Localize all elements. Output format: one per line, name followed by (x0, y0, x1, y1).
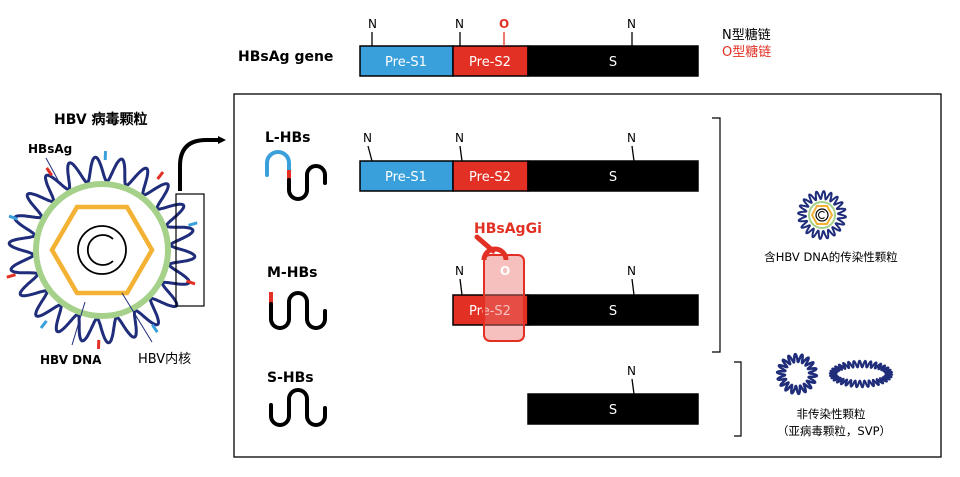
zoom-arrow (178, 136, 226, 191)
glycan-tick (8, 214, 18, 221)
svp-particles: 非传染性颗粒 （亚病毒颗粒，SVP） (775, 352, 894, 438)
gene-o-mark: O (499, 17, 509, 31)
svp-sphere-path (775, 352, 819, 396)
svp-label-line1: 非传染性颗粒 (797, 407, 866, 421)
hbsaggi-label: HBsAgGi (474, 221, 542, 237)
m-hbs-pre-s2-text: Pre-S2 (469, 304, 511, 319)
gene-n-mark-2: N (455, 17, 464, 31)
glycan-tick (151, 323, 159, 333)
hbsag-gene: HBsAg gene Pre-S1 Pre-S2 S N N O N (238, 17, 699, 77)
m-hbs-label: M-HBs (267, 265, 317, 281)
core-pointer (121, 292, 153, 343)
gene-n-mark-1: N (368, 17, 377, 31)
s-hbs-n-mark: N (627, 364, 636, 378)
glycan-tick (186, 279, 196, 286)
svp-filament-path (828, 359, 894, 389)
glycan-tick (156, 171, 165, 181)
gene-s-segment (527, 45, 699, 77)
l-hbs-n-mark-2: N (455, 131, 464, 145)
dna-pointer (71, 301, 86, 346)
l-hbs-pre-s1-segment (359, 160, 454, 192)
particle-title: HBV 病毒颗粒 (54, 111, 148, 128)
protein-panel (233, 93, 942, 458)
infectious-particle: 含HBV DNA的传染性颗粒 (764, 190, 898, 264)
l-hbs-pre-s2-text: Pre-S2 (469, 170, 511, 185)
gene-label: HBsAg gene (238, 49, 333, 65)
mini-dna (815, 208, 829, 222)
l-hbs-n-mark-1: N (363, 131, 372, 145)
gene-s-label: S (609, 55, 617, 70)
l-hbs-pre-s1-curve (265, 150, 291, 177)
zoom-box (175, 193, 205, 307)
l-hbs-pre-s1-text: Pre-S1 (385, 170, 427, 185)
svp-label-line2: （亚病毒颗粒，SVP） (777, 424, 891, 438)
capsid-hexagon (49, 204, 155, 296)
s-hbs-s-segment (527, 393, 699, 425)
s-hbs-label: S-HBs (267, 370, 314, 386)
hbsag-pointer (45, 157, 59, 181)
gene-n-mark-3: N (627, 17, 636, 31)
envelope-wave-path (7, 155, 197, 345)
particle-core-label: HBV内核 (138, 351, 191, 367)
gene-pre-s2-segment (452, 45, 529, 77)
svp-sphere (775, 352, 819, 396)
m-hbs-n-mark-2: N (627, 264, 636, 278)
l-hbs-label: L-HBs (265, 130, 310, 146)
glycan-tick (45, 167, 53, 177)
gene-pre-s2-label: Pre-S2 (469, 55, 511, 70)
legend-o-glycan: O型糖链 (722, 44, 771, 60)
particle-hbsag-label: HBsAg (28, 142, 72, 156)
s-hbs-s-curve (269, 388, 327, 427)
glycan-tick (188, 221, 198, 227)
glycan-tick (6, 273, 16, 279)
mini-membrane (808, 201, 836, 229)
hbv-dna-circle (77, 225, 127, 275)
m-hbs-row: M-HBs Pre-S2 S N N O HBsAgGi (267, 221, 699, 342)
mini-virion-envelope (797, 190, 847, 240)
l-hbs-s-curve (287, 164, 327, 201)
hbv-particle: HBV 病毒颗粒 HBsAg HBV DNA HBV内核 (6, 111, 226, 367)
lipid-membrane (33, 181, 171, 319)
svp-bracket (734, 361, 742, 437)
gene-pre-s1-label: Pre-S1 (385, 55, 427, 70)
l-hbs-s-segment (527, 160, 699, 192)
l-hbs-s-text: S (609, 170, 617, 185)
infectious-bracket (712, 117, 721, 353)
m-hbs-s-segment (527, 294, 699, 326)
legend-n-glycan: N型糖链 (722, 27, 771, 43)
l-hbs-pre-s2-box (452, 160, 529, 192)
l-hbs-n-mark-3: N (627, 131, 636, 145)
mini-capsid (810, 205, 834, 225)
gene-pre-s1-segment (359, 45, 454, 77)
particle-dna-label: HBV DNA (40, 353, 102, 367)
glycan-tick (39, 319, 48, 329)
infectious-label: 含HBV DNA的传染性颗粒 (764, 250, 898, 264)
m-hbs-s-curve (269, 291, 327, 330)
hbv-dna-inner-arc (86, 234, 114, 266)
glycan-legend: N型糖链 O型糖链 (722, 27, 771, 60)
svp-filament (828, 359, 894, 389)
s-hbs-s-text: S (609, 403, 617, 418)
l-hbs-row: L-HBs Pre-S1 Pre-S2 S N N N (265, 130, 699, 201)
m-hbs-s-text: S (609, 304, 617, 319)
envelope-wave (7, 155, 197, 345)
mini-virion-wave-path (797, 190, 847, 240)
envelope-glycan-ticks (6, 151, 198, 349)
s-hbs-row: S-HBs S N (267, 364, 699, 427)
m-hbs-o-mark: O (500, 264, 510, 278)
m-hbs-n-mark-1: N (455, 264, 464, 278)
